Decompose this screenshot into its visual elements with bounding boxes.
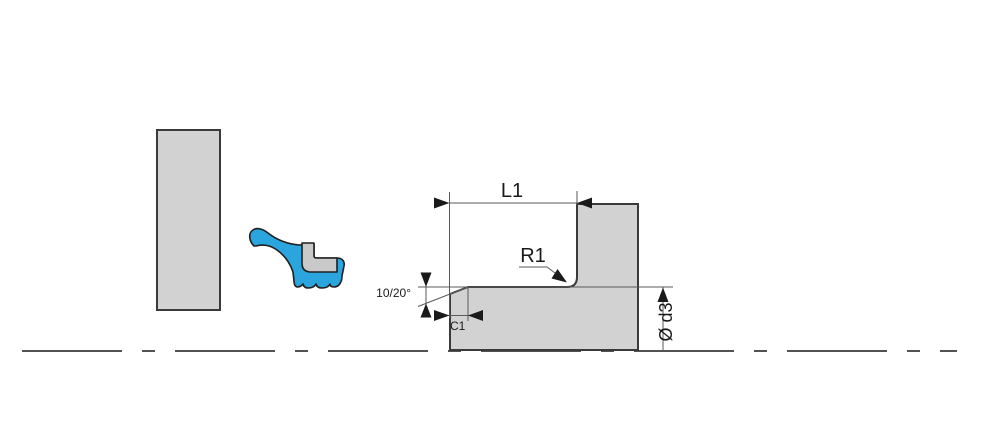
label-d3: Ø d3 — [656, 302, 676, 341]
arrow-r1-leader — [551, 269, 567, 283]
label-l1: L1 — [501, 180, 523, 202]
arrow-angle-down — [420, 272, 432, 287]
housing-block — [156, 129, 221, 311]
shaft-section — [449, 203, 639, 351]
dimension-arrows — [420, 197, 669, 321]
label-r1: R1 — [520, 245, 546, 267]
arrow-l1-right — [577, 197, 592, 209]
seal-profile — [248, 227, 345, 289]
arrow-angle-up — [420, 303, 432, 318]
label-chamfer-angle: 10/20° — [376, 286, 411, 300]
arrow-l1-left — [434, 197, 450, 209]
label-c1: C1 — [450, 319, 466, 333]
seal-body — [248, 227, 345, 289]
arrow-d3-up — [657, 287, 669, 302]
seal-insert — [301, 242, 338, 273]
arrow-c1-right — [468, 310, 483, 321]
arrow-c1-left — [434, 310, 450, 321]
